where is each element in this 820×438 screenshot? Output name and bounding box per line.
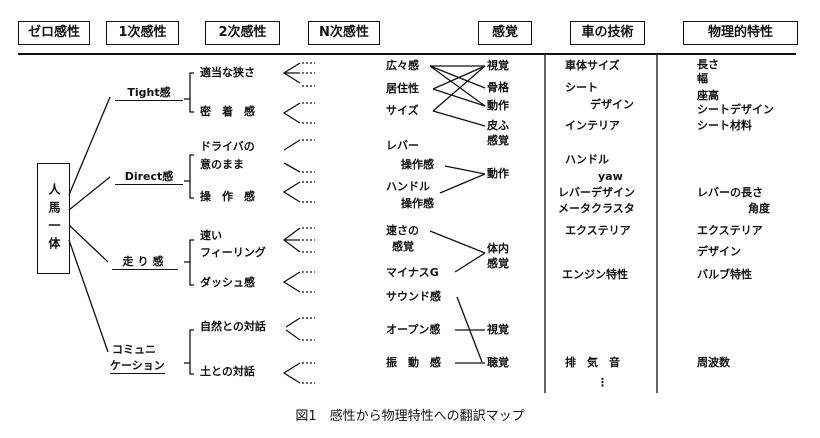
sense-item: 動作 xyxy=(487,99,509,112)
sense-item: 聴覚 xyxy=(487,356,509,369)
nth-item: レバー xyxy=(386,139,419,152)
nth-item: 感覚 xyxy=(392,240,414,253)
nth-item: オープン感 xyxy=(386,323,441,336)
branch-line xyxy=(68,96,111,196)
first-direct: Direct感 xyxy=(115,170,183,185)
physical-item: レバーの長さ xyxy=(697,186,763,199)
tech-item: ハンドル xyxy=(565,153,609,166)
branch-line xyxy=(68,176,111,211)
tech-item: ⋮ xyxy=(597,376,608,389)
physical-item: シートデザイン xyxy=(697,103,774,116)
tech-item: 排 気 音 xyxy=(565,356,620,369)
second-item: フィーリング xyxy=(200,246,266,259)
header-zero-order: ゼロ感性 xyxy=(18,21,90,45)
nth-item: 振 動 感 xyxy=(386,356,441,369)
fan-lines xyxy=(282,62,301,384)
dotted-continuations xyxy=(302,62,315,384)
nth-item: 居住性 xyxy=(386,82,419,95)
header-sense: 感覚 xyxy=(478,21,532,45)
physical-item: 座高 xyxy=(697,89,719,102)
second-item: ダッシュ感 xyxy=(200,276,255,289)
second-item: 適当な狭さ xyxy=(200,66,255,79)
header-first-order: 1次感性 xyxy=(106,21,179,45)
nth-item: ハンドル xyxy=(386,180,430,193)
branch-line xyxy=(68,239,109,353)
header-second-order: 2次感性 xyxy=(205,21,280,45)
physical-item: 周波数 xyxy=(697,356,730,369)
sense-item: 骨格 xyxy=(487,81,509,94)
physical-item: 長さ xyxy=(697,58,719,71)
sense-item: 体内 xyxy=(487,242,509,255)
header-nth-order: N次感性 xyxy=(308,21,380,45)
bracket xyxy=(184,329,194,375)
tech-item: メータクラスタ xyxy=(558,202,635,215)
tech-item: レバーデザイン xyxy=(558,186,635,199)
physical-item: 幅 xyxy=(697,72,708,85)
header-car-tech: 車の技術 xyxy=(570,21,645,45)
tech-item: デザイン xyxy=(590,98,634,111)
second-item: 操 作 感 xyxy=(200,190,255,203)
branch-line xyxy=(68,224,109,263)
sense-item: 感覚 xyxy=(487,257,509,270)
tech-item: yaw xyxy=(598,170,623,183)
tech-item: エンジン特性 xyxy=(562,268,628,281)
second-item: 速い xyxy=(200,229,222,242)
nth-item: 速さの xyxy=(386,224,419,237)
nth-item: サイズ xyxy=(386,104,419,117)
sense-item: 視覚 xyxy=(487,323,509,336)
first-tight: Tight感 xyxy=(115,86,183,101)
bracket xyxy=(184,239,194,286)
tech-item: エクステリア xyxy=(565,224,631,237)
physical-item: 角度 xyxy=(748,202,770,215)
header-physical: 物理的特性 xyxy=(683,21,798,45)
physical-item: バルブ特性 xyxy=(697,268,752,281)
second-item: 意のまま xyxy=(200,158,244,171)
sense-item: 感覚 xyxy=(487,134,509,147)
nth-item: サウンド感 xyxy=(386,290,441,303)
nth-item: 操作感 xyxy=(401,197,434,210)
first-running: 走り感 xyxy=(112,255,178,270)
tech-item: インテリア xyxy=(565,119,620,132)
nth-item: 広々感 xyxy=(386,59,419,72)
sense-item: 動作 xyxy=(487,167,509,180)
physical-item: シート材料 xyxy=(697,119,752,132)
first-comm-2: ケーション xyxy=(110,359,165,374)
second-item: 自然との対話 xyxy=(200,320,266,333)
sense-links xyxy=(429,65,486,364)
sense-item: 皮ふ xyxy=(487,119,509,132)
root-box: 人馬一体 xyxy=(37,163,70,274)
first-comm-1: コミュニ xyxy=(112,343,156,356)
bracket xyxy=(184,72,194,113)
sense-item: 視覚 xyxy=(487,59,509,72)
nth-item: 操作感 xyxy=(401,158,434,171)
tech-item: 車体サイズ xyxy=(565,59,620,72)
tech-item: シート xyxy=(565,81,598,94)
figure-caption: 図1 感性から物理特性への翻訳マップ xyxy=(295,409,525,424)
bracket xyxy=(184,154,194,199)
second-item: 密 着 感 xyxy=(200,105,255,118)
nth-item: マイナスG xyxy=(386,266,439,279)
physical-item: デザイン xyxy=(697,245,741,258)
second-item: 土との対話 xyxy=(200,365,255,378)
physical-item: エクステリア xyxy=(697,224,763,237)
second-item: ドライバの xyxy=(200,140,255,153)
